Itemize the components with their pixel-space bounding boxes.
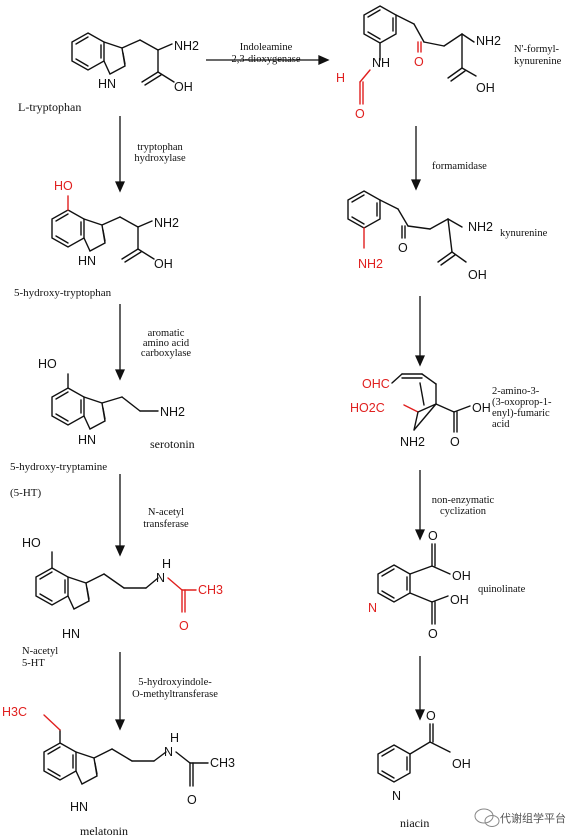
nh2-label: NH2 [476, 34, 501, 48]
nh2-label: NH2 [174, 39, 199, 53]
enzyme-nonenzymatic-line2: cyclization [439, 506, 487, 517]
compound-amino-line2: (3-oxoprop-1- [492, 397, 552, 408]
arrow-tph [114, 116, 126, 193]
nh2-label: NH2 [400, 435, 425, 449]
oh-label: OH [468, 268, 487, 282]
compound-n-acetyl-line1: N-acetyl [22, 646, 59, 657]
enzyme-hiomt-line1: 5-hydroxyindole- [138, 677, 212, 688]
o-label: O [179, 619, 189, 633]
compound-n-acetyl-line2: 5-HT [22, 658, 45, 669]
compound-5-hydroxy-tryptamine: 5-hydroxy-tryptamine [10, 461, 108, 473]
compound-niacin: niacin [400, 816, 430, 830]
oh-label: OH [452, 757, 471, 771]
enzyme-tph-line2: hydroxylase [134, 153, 186, 164]
serotonin-structure [51, 373, 159, 430]
compound-n-formyl-line1: N'-formyl- [514, 44, 560, 55]
o-label: O [187, 793, 197, 807]
compound-l-tryptophan: L-tryptophan [18, 100, 82, 114]
n-label: N [164, 745, 173, 759]
compound-quinolinate: quinolinate [478, 584, 526, 595]
ho-label: HO [22, 536, 41, 550]
enzyme-aadc-line1: aromatic [147, 328, 185, 339]
compound-5-hydroxy-tryptophan: 5-hydroxy-tryptophan [14, 287, 112, 299]
l-tryptophan-structure [71, 32, 175, 86]
arrow-hiomt [114, 652, 126, 731]
niacin-structure [377, 723, 451, 783]
h-label: H [170, 731, 179, 745]
o-label: O [355, 107, 365, 121]
oh-label: OH [154, 257, 173, 271]
wechat-icon [474, 808, 500, 827]
quinolinate-structure [377, 543, 451, 625]
enzyme-aadc-line2: amino acid [142, 338, 190, 349]
enzyme-formamidase: formamidase [432, 161, 487, 172]
enzyme-hiomt-line2: O-methyltransferase [132, 689, 218, 700]
n-formyl-kynurenine-structure [359, 5, 477, 105]
hn-label: HN [98, 77, 116, 91]
hn-label: HN [62, 627, 80, 641]
compound-serotonin: serotonin [150, 437, 195, 451]
hydroxy-tryptophan-structure [51, 195, 155, 263]
n-acetyl-5ht-structure [35, 551, 197, 613]
arrow-aadc [114, 304, 126, 381]
kynurenine-structure [347, 190, 467, 266]
compound-amino-line4: acid [492, 419, 510, 430]
enzyme-aadc-line3: carboxylase [140, 348, 192, 359]
hn-label: HN [70, 800, 88, 814]
nh2-label: NH2 [468, 220, 493, 234]
o-label: O [428, 529, 438, 543]
oh-label: OH [472, 401, 491, 415]
o-label: O [414, 55, 424, 69]
ho-label: HO [38, 357, 57, 371]
o-label: O [426, 709, 436, 723]
n-label: N [392, 789, 401, 803]
arrow-nat [114, 474, 126, 557]
enzyme-nat-line2: transferase [143, 519, 189, 530]
nh2-label: NH2 [154, 216, 179, 230]
compound-amino-line1: 2-amino-3- [492, 386, 540, 397]
oh-label: OH [174, 80, 193, 94]
arrow-to-amino-acid [414, 296, 426, 367]
compound-kynurenine: kynurenine [500, 228, 548, 239]
ohc-label: OHC [362, 377, 390, 391]
o-label: O [428, 627, 438, 641]
amino-oxoprop-fumaric-structure [391, 373, 471, 433]
compound-5ht-abbrev: (5-HT) [10, 487, 42, 499]
ch3-label: CH3 [198, 583, 223, 597]
o-label: O [398, 241, 408, 255]
compound-amino-line3: enyl)-fumaric [492, 408, 550, 419]
arrow-cyclization [414, 470, 426, 541]
oh-label: OH [452, 569, 471, 583]
enzyme-nat-line1: N-acetyl [147, 507, 185, 518]
enzyme-tph-line1: tryptophan [137, 142, 183, 153]
compound-n-formyl-line2: kynurenine [514, 56, 562, 67]
n-label: N [156, 571, 165, 585]
melatonin-structure [43, 714, 209, 787]
nh2-label: NH2 [160, 405, 185, 419]
ho2c-label: HO2C [350, 401, 385, 415]
h-label: H [336, 71, 345, 85]
n-label: N [368, 601, 377, 615]
watermark-text: 代谢组学平台 [500, 812, 566, 825]
hn-label: HN [78, 433, 96, 447]
nh-label: NH [372, 56, 390, 70]
enzyme-ido-line2: 2,3-dioxygenase [231, 54, 301, 65]
enzyme-ido-line1: Indoleamine [239, 42, 293, 53]
arrow-ido [206, 54, 330, 66]
o-label: O [450, 435, 460, 449]
ch3-label: CH3 [210, 756, 235, 770]
nh2-label: NH2 [358, 257, 383, 271]
h3c-label: H3C [2, 705, 27, 719]
h-label: H [162, 557, 171, 571]
enzyme-nonenzymatic-line1: non-enzymatic [431, 495, 495, 506]
arrow-formamidase [410, 126, 422, 191]
oh-label: OH [476, 81, 495, 95]
ho-label: HO [54, 179, 73, 193]
oh-label: OH [450, 593, 469, 607]
arrow-to-niacin [414, 656, 426, 721]
hn-label: HN [78, 254, 96, 268]
compound-melatonin: melatonin [80, 824, 128, 838]
